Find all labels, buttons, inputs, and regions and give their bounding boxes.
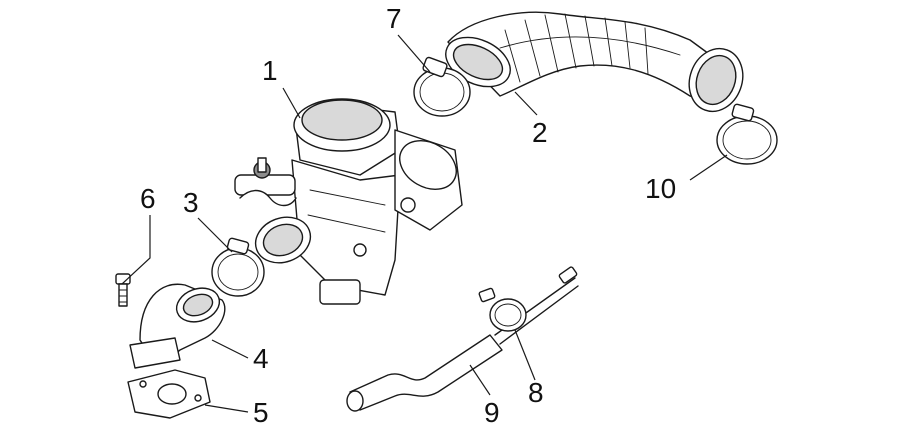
callout-8: 8 bbox=[528, 377, 544, 408]
callout-10: 10 bbox=[645, 173, 676, 204]
intake-hose bbox=[445, 11, 744, 113]
hose-clamp-left bbox=[211, 237, 265, 297]
callout-1: 1 bbox=[262, 55, 278, 86]
callout-9: 9 bbox=[484, 397, 500, 428]
callout-3: 3 bbox=[183, 187, 199, 218]
intake-manifold bbox=[129, 283, 226, 369]
callout-7: 7 bbox=[386, 3, 402, 34]
callout-2: 2 bbox=[532, 117, 548, 148]
callout-5: 5 bbox=[253, 397, 269, 428]
callout-4: 4 bbox=[253, 343, 269, 374]
bolt bbox=[115, 273, 131, 307]
callout-6: 6 bbox=[140, 183, 156, 214]
small-clamp bbox=[478, 287, 527, 332]
leader-lines bbox=[121, 34, 728, 413]
gasket bbox=[127, 369, 211, 419]
hose-clamp-right bbox=[716, 103, 778, 165]
carburetor bbox=[234, 98, 463, 305]
